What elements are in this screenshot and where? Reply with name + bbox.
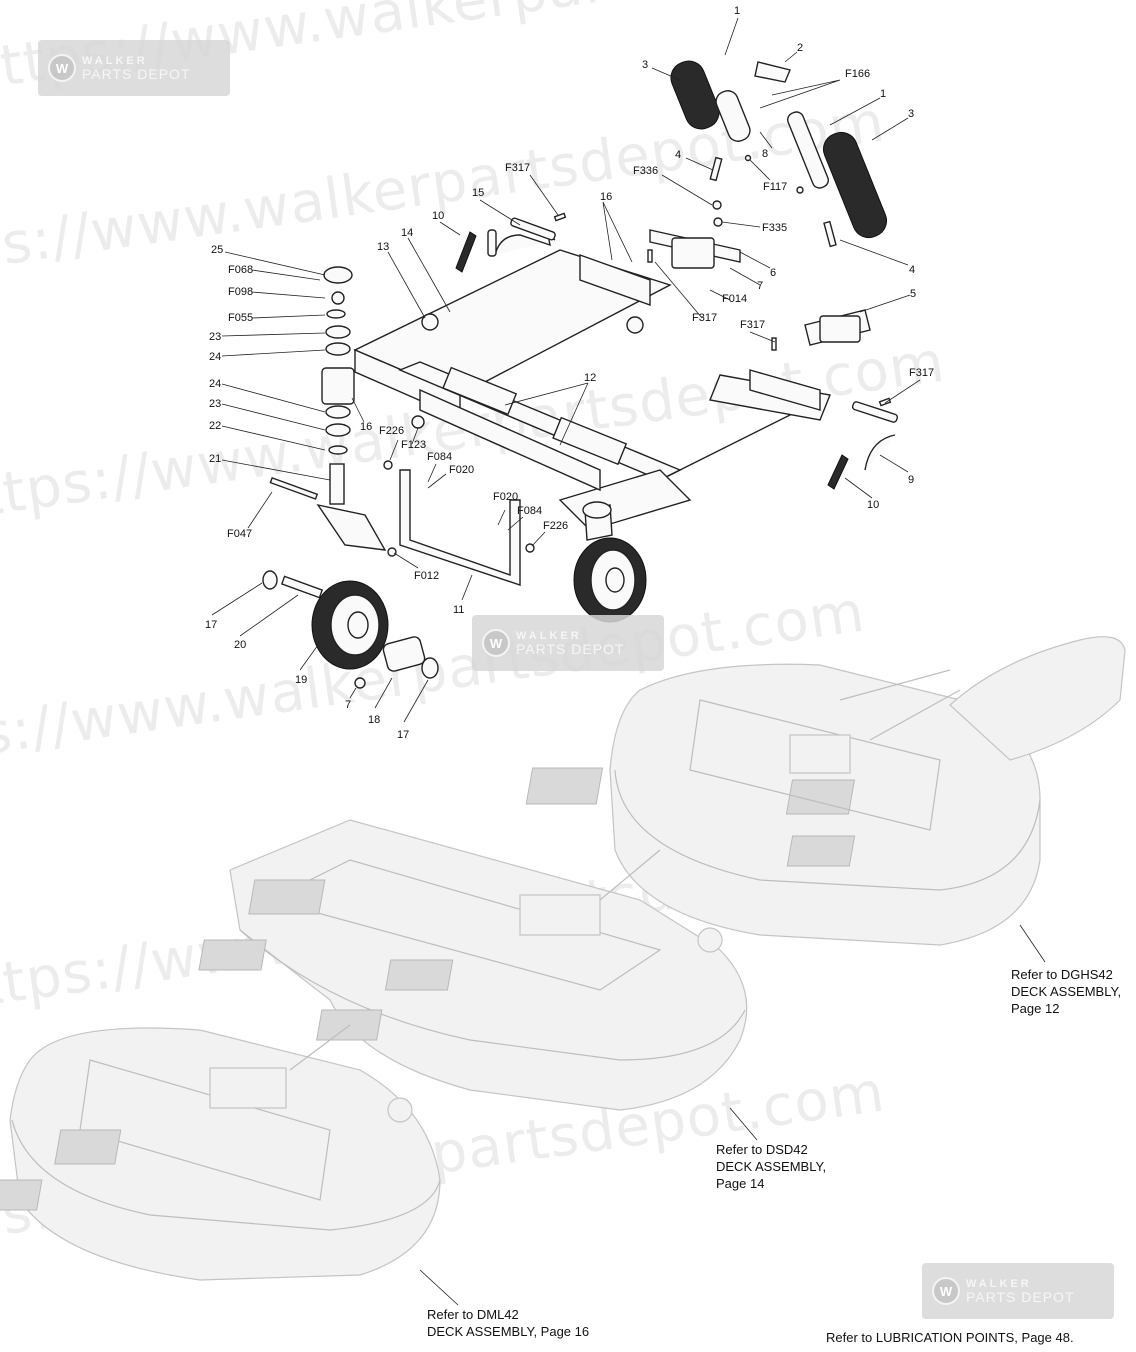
callout: 20: [234, 639, 246, 651]
callout: F020: [449, 464, 474, 476]
walker-parts-depot-logo: W WALKER PARTS DEPOT: [38, 40, 230, 96]
reference-dghs42: Refer to DGHS42 DECK ASSEMBLY, Page 12: [1011, 966, 1121, 1017]
callout: 15: [472, 187, 484, 199]
callout: F166: [845, 68, 870, 80]
callout: 16: [360, 421, 372, 433]
callout: F047: [227, 528, 252, 540]
callout: 21: [209, 453, 221, 465]
hitch-pins: [455, 212, 899, 490]
callout: 4: [909, 264, 915, 276]
callout: 17: [205, 619, 217, 631]
callout: F084: [517, 505, 542, 517]
callout: F098: [228, 286, 253, 298]
callout: 2: [797, 42, 803, 54]
wheel-19: [262, 570, 439, 689]
callout: 7: [345, 699, 351, 711]
callout: 18: [368, 714, 380, 726]
callout: 11: [453, 604, 464, 616]
callout: F123: [401, 439, 426, 451]
reference-lubrication: Refer to LUBRICATION POINTS, Page 48.: [826, 1329, 1074, 1346]
callout: 3: [908, 108, 914, 120]
callout: F012: [414, 570, 439, 582]
callout: 10: [432, 210, 444, 222]
callout: F055: [228, 312, 253, 324]
callout: 4: [675, 149, 681, 161]
callout: 24: [209, 351, 221, 363]
callout: F226: [379, 425, 404, 437]
caster-wheel: [573, 501, 647, 623]
callout: 19: [295, 674, 307, 686]
callout: F117: [763, 181, 787, 193]
reference-line: Refer to DGHS42: [1011, 967, 1113, 982]
callout-labels: 1 2 3 F166 1 3 4 8 F336 F117 F335 4 F317…: [205, 5, 934, 741]
leader-lines: [211, 17, 1046, 1306]
logo-line2: PARTS DEPOT: [966, 1289, 1075, 1305]
reference-line: Refer to DSD42: [716, 1142, 808, 1157]
callout: 1: [734, 5, 740, 17]
hitch-frame: [353, 249, 831, 531]
callout: 9: [908, 474, 914, 486]
callout: 3: [642, 59, 648, 71]
reference-dsd42: Refer to DSD42 DECK ASSEMBLY, Page 14: [716, 1141, 826, 1192]
callout: 25: [211, 244, 223, 256]
callout: F336: [633, 165, 658, 177]
spring-assembly: [670, 60, 888, 248]
logo-mark-icon: W: [932, 1277, 960, 1305]
callout: F335: [762, 222, 787, 234]
callout: F317: [505, 162, 530, 174]
callout: F317: [692, 312, 717, 324]
callout: F014: [722, 293, 747, 305]
logo-line1: WALKER: [516, 630, 582, 642]
callout: 22: [209, 420, 221, 432]
callout: F317: [740, 319, 765, 331]
callout: F084: [427, 451, 452, 463]
walker-parts-depot-logo: W WALKER PARTS DEPOT: [922, 1263, 1114, 1319]
callout: F020: [493, 491, 518, 503]
callout: 1: [880, 88, 886, 100]
reference-line: Refer to LUBRICATION POINTS, Page 48.: [826, 1330, 1074, 1345]
reference-line: DECK ASSEMBLY, Page 16: [427, 1324, 590, 1339]
logo-line1: WALKER: [82, 55, 148, 67]
callout: 23: [209, 331, 221, 343]
callout: F317: [909, 367, 934, 379]
spindle-stack: [269, 266, 397, 557]
callout: 16: [600, 191, 612, 203]
callout: 10: [867, 499, 879, 511]
reference-line: DECK ASSEMBLY,: [1011, 984, 1122, 999]
bracket-11: [383, 415, 535, 586]
callout: 5: [910, 288, 916, 300]
callout: 6: [770, 267, 776, 279]
callout: 13: [377, 241, 389, 253]
reference-line: Page 14: [716, 1176, 765, 1191]
reference-line: Refer to DML42: [427, 1307, 519, 1322]
deck-dml42-illustration: [0, 1024, 441, 1281]
logo-line1: WALKER: [966, 1278, 1032, 1290]
callout: F226: [543, 520, 568, 532]
callout: 17: [397, 729, 409, 741]
callout: F068: [228, 264, 253, 276]
reference-dml42: Refer to DML42 DECK ASSEMBLY, Page 16: [427, 1306, 589, 1340]
logo-line2: PARTS DEPOT: [82, 66, 191, 82]
callout: 7: [757, 280, 763, 292]
callout: 14: [401, 227, 413, 239]
callout: 12: [584, 372, 596, 384]
reference-line: Page 12: [1011, 1001, 1060, 1016]
logo-line2: PARTS DEPOT: [516, 641, 625, 657]
callout: 24: [209, 378, 221, 390]
walker-parts-depot-logo: W WALKER PARTS DEPOT: [472, 615, 664, 671]
deck-dghs42-illustration: [525, 636, 1126, 946]
callout: 23: [209, 398, 221, 410]
deck-dsd42-illustration: [198, 819, 748, 1111]
logo-mark-icon: W: [48, 54, 76, 82]
logo-mark-icon: W: [482, 629, 510, 657]
reference-line: DECK ASSEMBLY,: [716, 1159, 827, 1174]
callout: 8: [762, 148, 768, 160]
